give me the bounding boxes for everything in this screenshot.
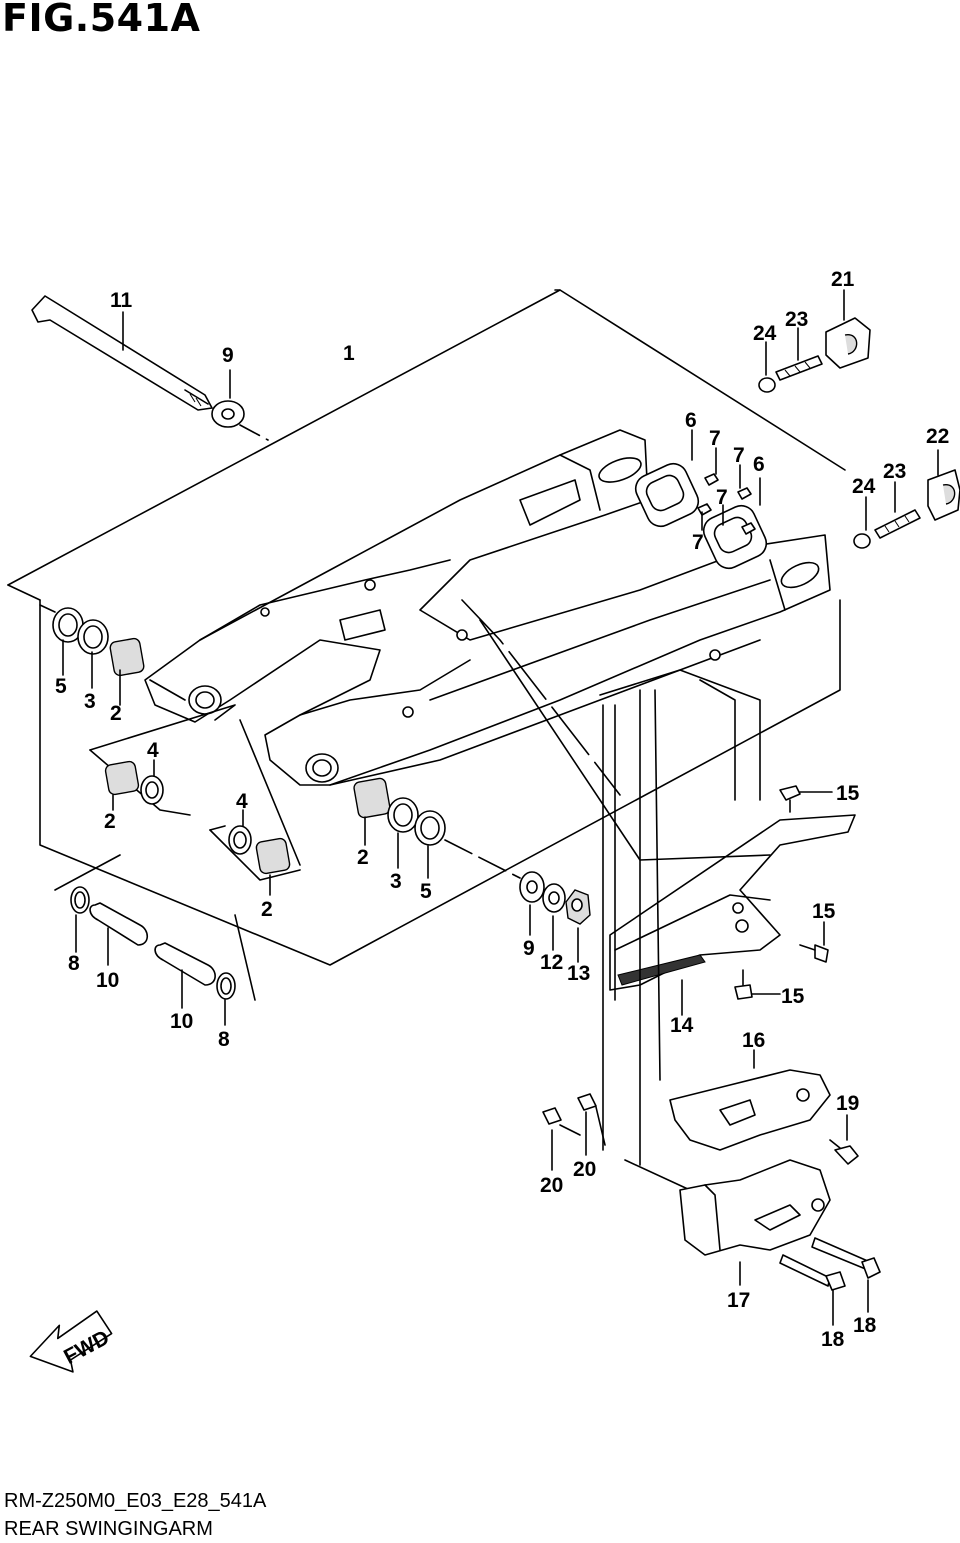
callout-14: 14 (670, 1014, 694, 1037)
callout-20: 20 (540, 1174, 563, 1197)
callout-6: 6 (753, 453, 765, 476)
callout-19: 19 (836, 1092, 859, 1115)
callout-2: 2 (110, 702, 122, 725)
callout-16: 16 (742, 1029, 765, 1052)
callout-10: 10 (96, 969, 119, 992)
callout-3: 3 (84, 690, 96, 713)
callout-12: 12 (540, 951, 563, 974)
callout-6: 6 (685, 409, 697, 432)
callout-8: 8 (68, 952, 80, 975)
chain-guide (542, 1049, 881, 1326)
callout-labels: 1 2 2 2 2 3 3 4 4 5 5 6 6 7 7 7 7 8 8 9 … (55, 268, 949, 1351)
guide-lines (461, 599, 771, 1191)
diagram-code: RM-Z250M0_E03_E28_541A (4, 1490, 267, 1512)
callout-22: 22 (926, 425, 949, 448)
callout-7: 7 (733, 444, 745, 467)
swingarm-body (144, 429, 831, 786)
callout-23: 23 (785, 308, 808, 331)
callout-18: 18 (821, 1328, 845, 1351)
callout-3: 3 (390, 870, 402, 893)
forward-arrow-icon: FWD (29, 1310, 113, 1373)
callout-20: 20 (573, 1158, 596, 1181)
callout-2: 2 (261, 898, 273, 921)
callout-7: 7 (709, 427, 721, 450)
callout-8: 8 (218, 1028, 230, 1051)
callout-4: 4 (236, 790, 248, 813)
diagram-caption: REAR SWINGINGARM (4, 1518, 213, 1540)
callout-17: 17 (727, 1289, 750, 1312)
callout-21: 21 (831, 268, 855, 291)
callout-5: 5 (55, 675, 67, 698)
callout-9: 9 (222, 344, 234, 367)
pivot-shaft (31, 295, 213, 411)
pivot-nut-group (519, 871, 591, 963)
callout-15: 15 (812, 900, 836, 923)
callout-11: 11 (110, 289, 133, 312)
callout-13: 13 (567, 962, 590, 985)
callout-24: 24 (753, 322, 777, 345)
callout-2: 2 (104, 810, 116, 833)
callout-7: 7 (692, 531, 704, 554)
washer-9-top (211, 369, 245, 428)
bearing-group-left (39, 604, 145, 706)
callout-2: 2 (357, 846, 369, 869)
chain-adjuster-group (634, 429, 768, 570)
callout-4: 4 (147, 739, 159, 762)
assembly-outline (7, 289, 846, 966)
callout-18: 18 (853, 1314, 877, 1337)
callout-5: 5 (420, 880, 432, 903)
callout-7: 7 (716, 486, 728, 509)
callout-9: 9 (523, 937, 535, 960)
chain-block-group (758, 289, 960, 549)
callout-10: 10 (170, 1010, 193, 1033)
bearing-group-right (353, 777, 521, 879)
callout-15: 15 (781, 985, 805, 1008)
callout-24: 24 (852, 475, 876, 498)
collar-group (54, 854, 256, 1026)
bearing-group-lower-mid (209, 719, 301, 896)
bearing-group-lower-left (89, 704, 236, 816)
callout-23: 23 (883, 460, 906, 483)
callout-15: 15 (836, 782, 860, 805)
figure-title: FIG.541A (2, 0, 201, 40)
callout-1: 1 (343, 342, 355, 365)
